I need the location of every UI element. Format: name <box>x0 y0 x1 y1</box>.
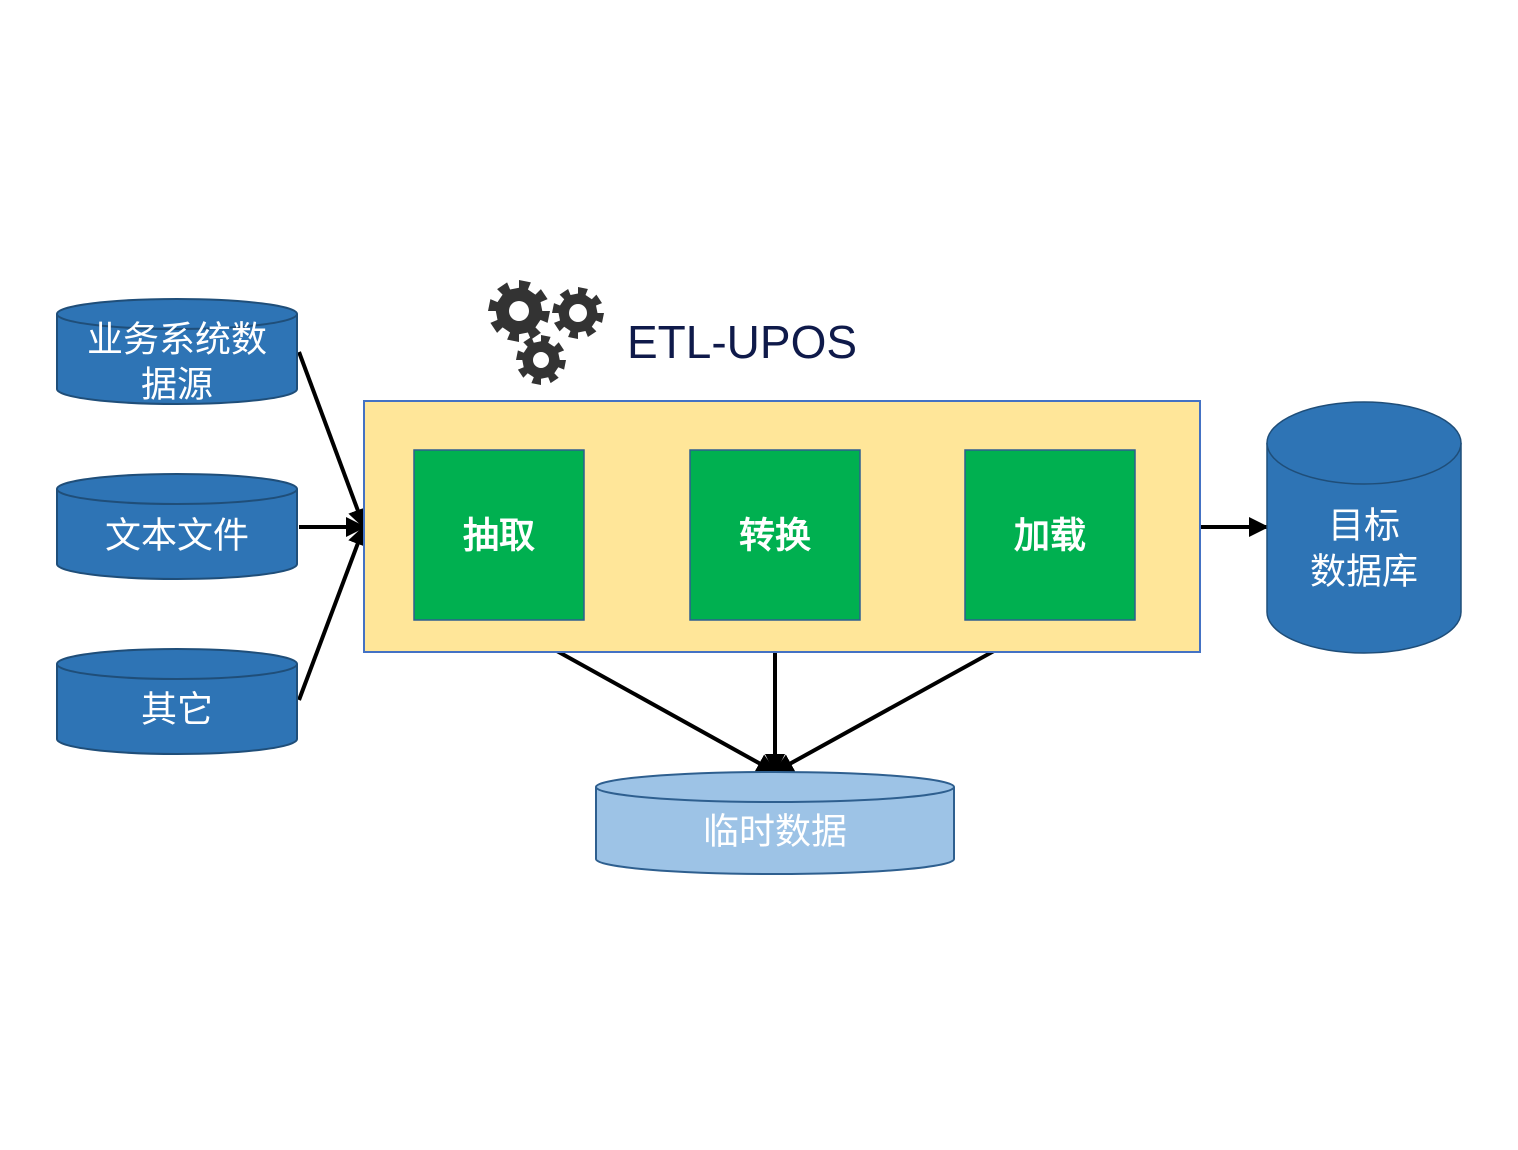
cylinder-body <box>56 489 298 580</box>
gear-small-icon <box>516 335 566 385</box>
temp-label: 临时数据 <box>703 812 847 853</box>
step-extract-label: 抽取 <box>463 516 535 557</box>
cylinder-top <box>56 473 298 505</box>
source-label-line-1: 业务系统数 <box>87 320 267 361</box>
gear-large-icon <box>488 280 550 342</box>
arrow-source-business-to-etl <box>297 351 368 529</box>
cylinder-top <box>56 648 298 680</box>
step-load-box <box>964 449 1136 621</box>
cylinder-body <box>595 787 955 875</box>
source-business-system: 业务系统数 据源 <box>56 298 298 406</box>
step-extract-box <box>413 449 585 621</box>
cylinder-body <box>56 664 298 755</box>
source-label: 其它 <box>141 690 213 731</box>
temp-data-store: 临时数据 <box>595 771 955 875</box>
gears-icon <box>488 280 604 385</box>
source-text-file: 文本文件 <box>56 473 298 580</box>
step-load: 加载 <box>964 449 1136 621</box>
cylinder-top <box>56 298 298 330</box>
step-load-label: 加载 <box>1014 516 1086 557</box>
step-transform-box <box>689 449 861 621</box>
step-extract: 抽取 <box>413 449 585 621</box>
cylinder-body <box>56 314 298 405</box>
cylinder-top <box>595 771 955 803</box>
cylinder-top <box>1266 401 1462 485</box>
source-other: 其它 <box>56 648 298 755</box>
gear-medium-icon <box>552 287 604 339</box>
diagram-title: ETL-UPOS <box>627 316 857 368</box>
target-database: 目标 数据库 <box>1266 401 1462 654</box>
step-transform-label: 转换 <box>739 516 811 557</box>
source-label: 文本文件 <box>105 516 249 557</box>
source-label-line-2: 据源 <box>141 365 213 406</box>
target-label-line-1: 目标 <box>1328 506 1400 547</box>
arrow-source-other-to-etl <box>297 525 368 701</box>
target-label-line-2: 数据库 <box>1310 552 1418 593</box>
cylinder-body <box>1266 443 1462 654</box>
step-transform: 转换 <box>689 449 861 621</box>
